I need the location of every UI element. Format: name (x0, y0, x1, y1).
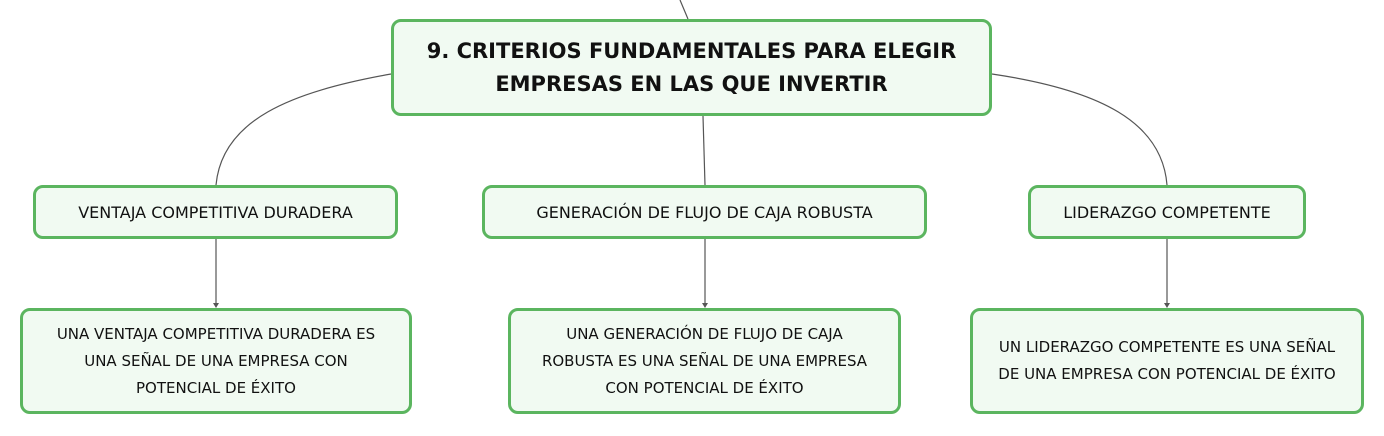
detail-line: UNA GENERACIÓN DE FLUJO DE CAJA (566, 324, 843, 343)
root-label-line-1: 9. CRITERIOS FUNDAMENTALES PARA ELEGIR (426, 38, 957, 63)
detail-node-flujo-de-caja[interactable]: UNA GENERACIÓN DE FLUJO DE CAJA ROBUSTA … (508, 308, 901, 414)
detail-node-ventaja-competitiva[interactable]: UNA VENTAJA COMPETITIVA DURADERA ES UNA … (20, 308, 412, 414)
detail-line: UNA SEÑAL DE UNA EMPRESA CON (84, 351, 348, 370)
detail-text: UN LIDERAZGO COMPETENTE ES UNA SEÑAL DE … (998, 334, 1335, 388)
detail-line: CON POTENCIAL DE ÉXITO (605, 378, 804, 397)
topic-node-liderazgo[interactable]: LIDERAZGO COMPETENTE (1028, 185, 1306, 239)
detail-text: UNA GENERACIÓN DE FLUJO DE CAJA ROBUSTA … (542, 321, 867, 402)
detail-node-liderazgo[interactable]: UN LIDERAZGO COMPETENTE ES UNA SEÑAL DE … (970, 308, 1364, 414)
topic-label: LIDERAZGO COMPETENTE (1063, 202, 1271, 222)
detail-line: UN LIDERAZGO COMPETENTE ES UNA SEÑAL (998, 338, 1336, 356)
arrowhead-detail-1 (213, 303, 219, 308)
detail-line: POTENCIAL DE ÉXITO (136, 378, 296, 397)
arrowhead-detail-2 (702, 303, 708, 308)
root-label-line-2: EMPRESAS EN LAS QUE INVERTIR (495, 71, 888, 96)
root-label: 9. CRITERIOS FUNDAMENTALES PARA ELEGIR E… (427, 35, 957, 101)
connector-root-to-topic-3 (991, 73, 1168, 186)
detail-text: UNA VENTAJA COMPETITIVA DURADERA ES UNA … (57, 321, 375, 402)
topic-label: VENTAJA COMPETITIVA DURADERA (78, 202, 353, 222)
detail-line: DE UNA EMPRESA CON POTENCIAL DE ÉXITO (998, 365, 1336, 383)
connector-root-to-topic-2 (702, 115, 706, 186)
root-node[interactable]: 9. CRITERIOS FUNDAMENTALES PARA ELEGIR E… (391, 19, 992, 116)
topic-label: GENERACIÓN DE FLUJO DE CAJA ROBUSTA (536, 202, 873, 222)
detail-line: ROBUSTA ES UNA SEÑAL DE UNA EMPRESA (541, 351, 868, 370)
connector-parent-to-root (679, 0, 689, 20)
connector-root-to-topic-1 (215, 73, 392, 186)
topic-node-ventaja-competitiva[interactable]: VENTAJA COMPETITIVA DURADERA (33, 185, 398, 239)
detail-line: UNA VENTAJA COMPETITIVA DURADERA ES (56, 324, 376, 343)
arrowhead-detail-3 (1164, 303, 1170, 308)
topic-node-flujo-de-caja[interactable]: GENERACIÓN DE FLUJO DE CAJA ROBUSTA (482, 185, 927, 239)
